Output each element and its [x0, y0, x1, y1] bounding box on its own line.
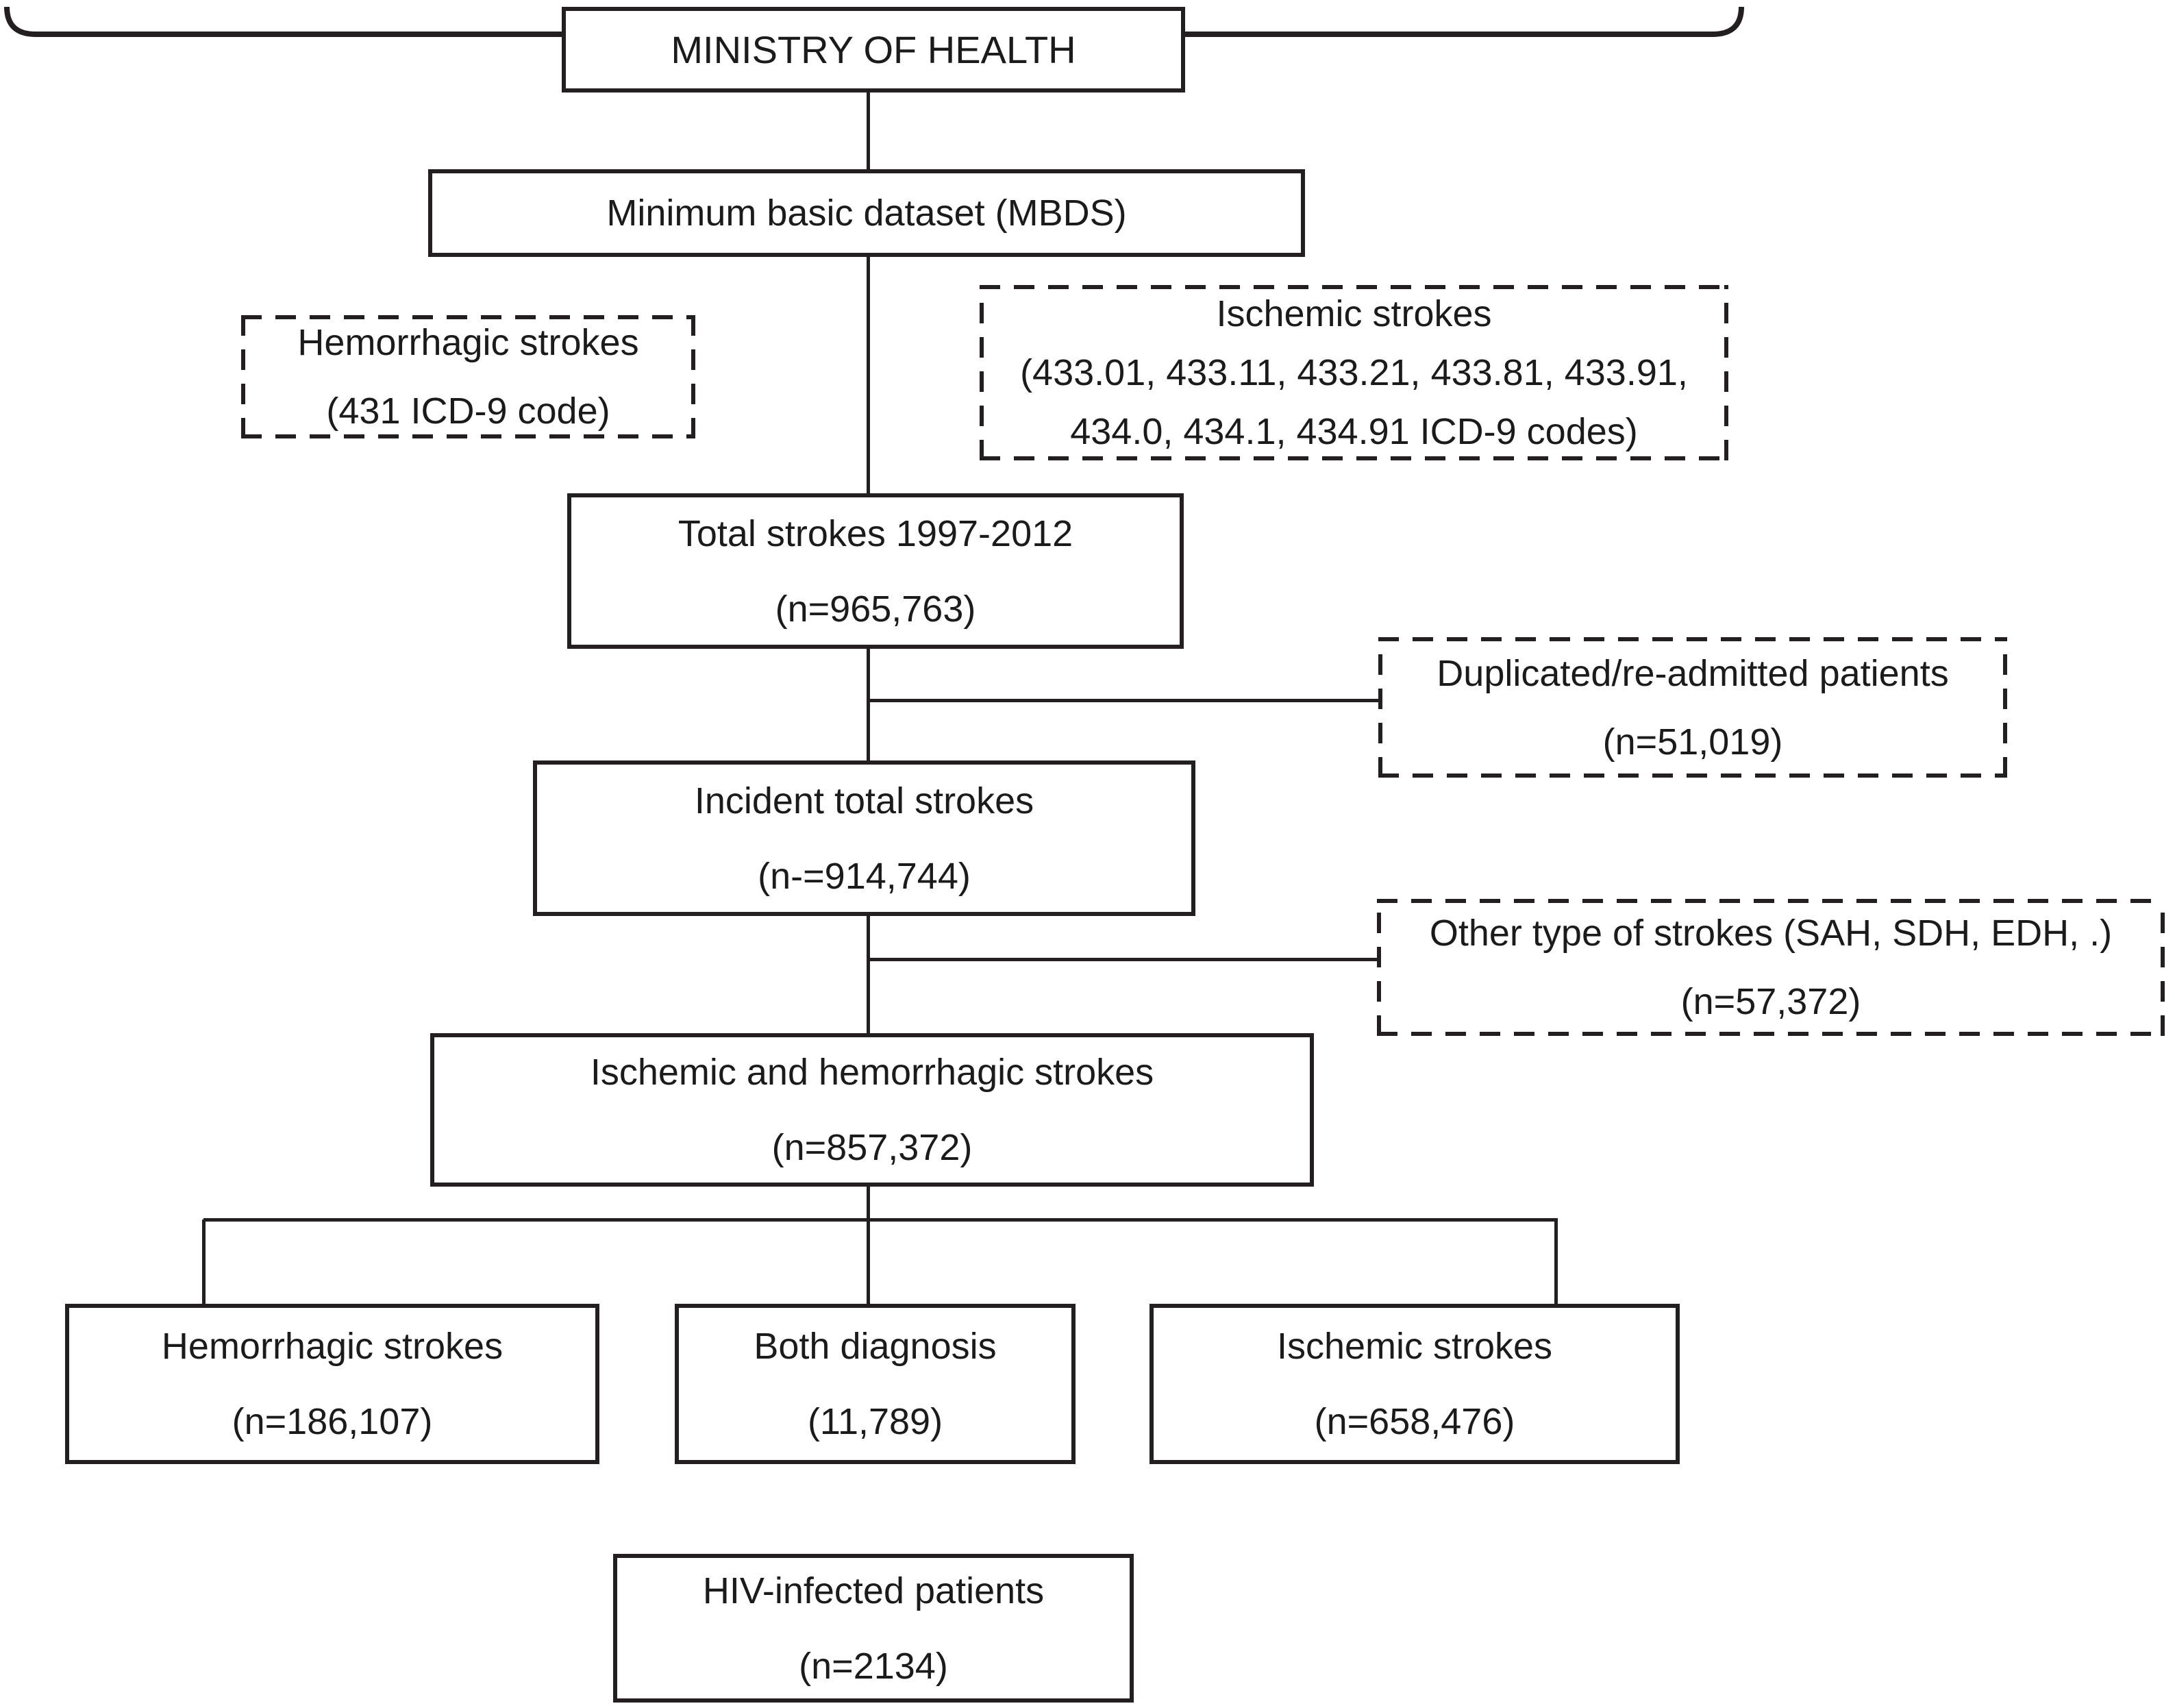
node-both-diagnosis: Both diagnosis (11,789): [675, 1304, 1076, 1464]
connector-total-to-incident: [867, 647, 870, 762]
connector-branch-other-strokes: [868, 958, 1378, 961]
node-other-type-of-strokes: Other type of strokes (SAH, SDH, EDH, .)…: [1377, 899, 2165, 1036]
node-label: Hemorrhagic strokes: [161, 1326, 504, 1367]
node-ischemic-and-hemorrhagic-strokes: Ischemic and hemorrhagic strokes (n=857,…: [430, 1033, 1314, 1187]
node-codes: (433.01, 433.11, 433.21, 433.81, 433.91,: [1020, 352, 1688, 393]
connector-incident-to-ischhem: [867, 915, 870, 1035]
node-label: Minimum basic dataset (MBDS): [606, 193, 1127, 234]
node-minimum-basic-dataset: Minimum basic dataset (MBDS): [428, 169, 1305, 257]
node-hemorrhagic-stroke-codes: Hemorrhagic strokes (431 ICD-9 code): [241, 315, 695, 438]
node-codes: (431 ICD-9 code): [326, 391, 610, 432]
connector-split-horizontal: [203, 1218, 1558, 1222]
node-label: Total strokes 1997-2012: [678, 512, 1073, 554]
connector-branch-duplicated: [868, 699, 1380, 702]
node-count: (n=51,019): [1602, 721, 1783, 763]
node-count: (n=186,107): [232, 1401, 433, 1442]
node-count: (n=857,372): [771, 1127, 973, 1168]
node-label: Ischemic and hemorrhagic strokes: [590, 1052, 1154, 1093]
node-count: (11,789): [807, 1401, 943, 1442]
node-count: (n=658,476): [1314, 1401, 1515, 1442]
node-label: MINISTRY OF HEALTH: [671, 28, 1076, 71]
node-count: (n-=914,744): [758, 855, 971, 897]
node-ministry-of-health: MINISTRY OF HEALTH: [562, 7, 1185, 92]
connector-ischhem-to-split: [867, 1187, 870, 1306]
connector-split-to-ischemic: [1554, 1220, 1558, 1306]
node-hiv-infected-patients: HIV-infected patients (n=2134): [613, 1554, 1134, 1703]
node-label: Other type of strokes (SAH, SDH, EDH, .): [1429, 913, 2113, 954]
node-ischemic-strokes-final: Ischemic strokes (n=658,476): [1149, 1304, 1680, 1464]
connector-mbds-to-total: [867, 256, 870, 496]
node-label: Incident total strokes: [694, 780, 1034, 821]
node-label: HIV-infected patients: [702, 1570, 1045, 1611]
node-count: (n=57,372): [1680, 981, 1861, 1022]
node-label: Duplicated/re-admitted patients: [1437, 652, 1949, 694]
node-codes: 434.0, 434.1, 434.91 ICD-9 codes): [1070, 411, 1638, 452]
node-label: Ischemic strokes: [1216, 293, 1492, 334]
node-label: Both diagnosis: [754, 1326, 997, 1367]
node-label: Ischemic strokes: [1276, 1326, 1553, 1367]
node-count: (n=965,763): [775, 588, 976, 630]
connector-ministry-to-mbds: [867, 91, 870, 171]
node-duplicated-readmitted-patients: Duplicated/re-admitted patients (n=51,01…: [1378, 637, 2007, 778]
node-label: Hemorrhagic strokes: [297, 322, 639, 363]
node-hemorrhagic-strokes-final: Hemorrhagic strokes (n=186,107): [65, 1304, 599, 1464]
node-ischemic-stroke-codes: Ischemic strokes (433.01, 433.11, 433.21…: [980, 285, 1728, 460]
node-count: (n=2134): [799, 1645, 948, 1687]
node-incident-total-strokes: Incident total strokes (n-=914,744): [533, 760, 1195, 916]
connector-split-to-hemorrhagic: [202, 1220, 206, 1306]
node-total-strokes: Total strokes 1997-2012 (n=965,763): [567, 493, 1184, 649]
